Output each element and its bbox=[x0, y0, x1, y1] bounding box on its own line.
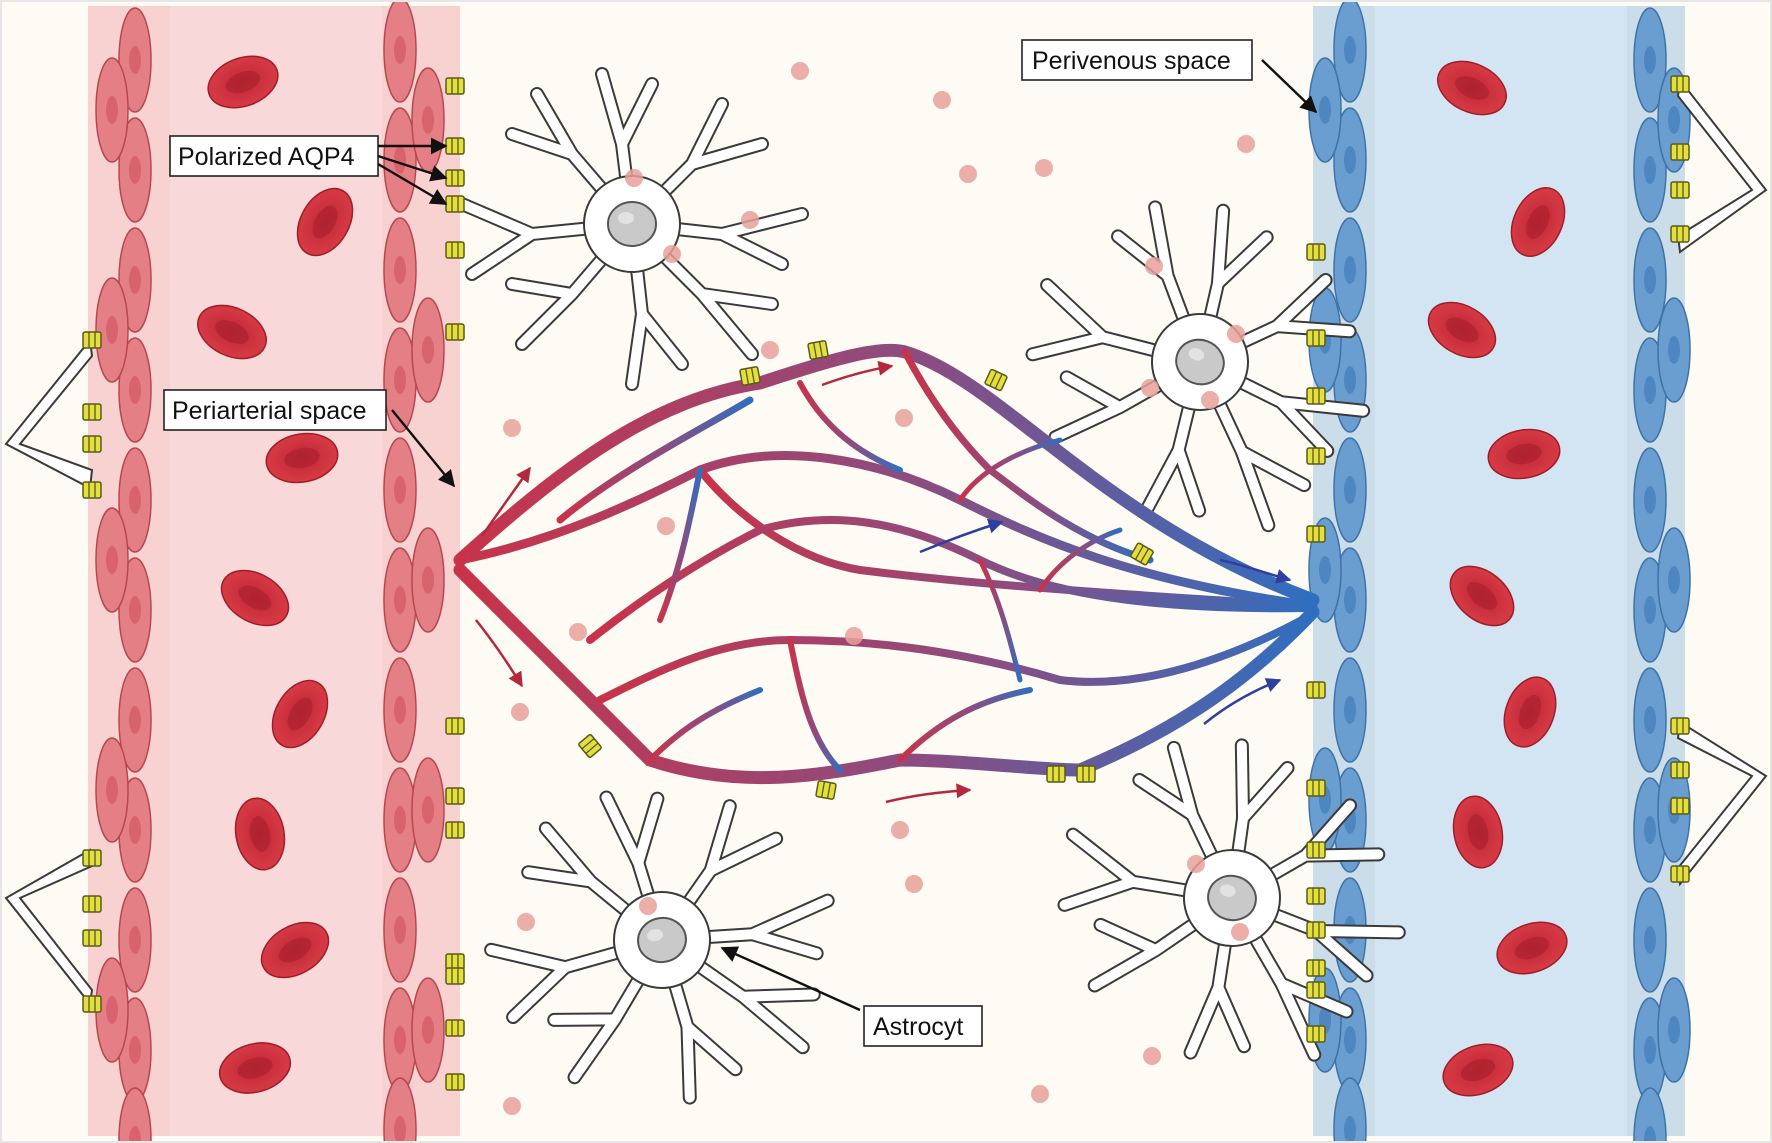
artery bbox=[88, 0, 460, 1143]
label-polarized-aqp4: Polarized AQP4 bbox=[169, 135, 448, 206]
astrocyte-text: Astrocyt bbox=[873, 1013, 963, 1041]
flow-arrow-icon bbox=[475, 360, 1292, 804]
label-perivenous-space: Perivenous space bbox=[1021, 39, 1318, 114]
capillary-network bbox=[453, 343, 1320, 785]
polarized-aqp4-text: Polarized AQP4 bbox=[178, 143, 355, 171]
label-astrocyte: Astrocyt bbox=[720, 946, 983, 1047]
perivenous-space-text: Perivenous space bbox=[1032, 47, 1231, 75]
periarterial-space-text: Periarterial space bbox=[172, 397, 367, 425]
solute-particle-icon bbox=[503, 62, 1255, 1115]
label-periarterial-space: Periarterial space bbox=[163, 389, 456, 488]
vein bbox=[1308, 0, 1691, 1143]
